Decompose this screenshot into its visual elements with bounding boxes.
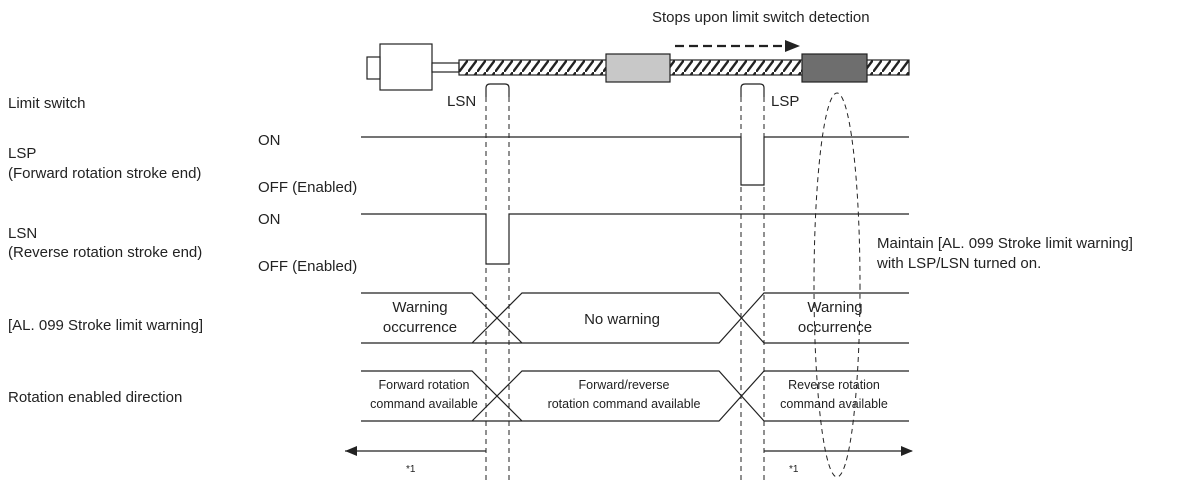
rotation-right-line2: command available <box>780 397 888 411</box>
maintained-warning-ellipse <box>813 92 861 478</box>
lsp-waveform <box>361 136 909 186</box>
warning-right-line2: occurrence <box>798 319 872 336</box>
note-line2: with LSP/LSN turned on. <box>876 255 1041 272</box>
lsn-on-label: ON <box>258 211 281 228</box>
rotation-middle-line2: rotation command available <box>548 397 701 411</box>
table-moving <box>605 53 671 83</box>
rotation-middle-line1: Forward/reverse <box>579 378 670 392</box>
movement-arrowhead-icon <box>785 40 800 52</box>
footnote-left: *1 <box>406 464 416 475</box>
row-label-rotation: Rotation enabled direction <box>8 389 182 406</box>
lsn-waveform <box>361 213 909 265</box>
rotation-signal-bus <box>361 370 909 422</box>
warning-left-line2: occurrence <box>383 319 457 336</box>
rotation-left-line1: Forward rotation <box>378 378 469 392</box>
row-label-lsp-desc: (Forward rotation stroke end) <box>8 165 201 182</box>
lsp-off-label: OFF (Enabled) <box>258 179 357 196</box>
rotation-right-line1: Reverse rotation <box>788 378 880 392</box>
row-label-warning: [AL. 099 Stroke limit warning] <box>8 317 203 334</box>
row-label-lsp: LSP <box>8 145 36 162</box>
lsn-switch-label: LSN <box>447 93 476 110</box>
lsn-off-label: OFF (Enabled) <box>258 258 357 275</box>
row-label-lsn: LSN <box>8 225 37 242</box>
row-label-lsn-desc: (Reverse rotation stroke end) <box>8 244 202 261</box>
table-stopped <box>801 53 868 83</box>
diagram-title: Stops upon limit switch detection <box>652 9 870 26</box>
guide-lines <box>485 97 765 480</box>
rotation-left-line2: command available <box>370 397 478 411</box>
right-range-arrow-icon <box>901 446 913 456</box>
lsp-switch-label: LSP <box>771 93 799 110</box>
warning-signal-bus <box>361 292 909 344</box>
row-label-limit-switch: Limit switch <box>8 95 86 112</box>
motor-icon <box>366 43 460 91</box>
footnote-right: *1 <box>789 464 799 475</box>
lsp-on-label: ON <box>258 132 281 149</box>
note-line1: Maintain [AL. 099 Stroke limit warning] <box>877 235 1133 252</box>
ball-screw <box>458 59 910 76</box>
lsn-switch-icon <box>485 83 510 97</box>
left-range-arrow-icon <box>345 446 357 456</box>
warning-middle: No warning <box>584 311 660 328</box>
lsp-switch-icon <box>740 83 765 97</box>
warning-right-line1: Warning <box>807 299 862 316</box>
warning-left-line1: Warning <box>392 299 447 316</box>
